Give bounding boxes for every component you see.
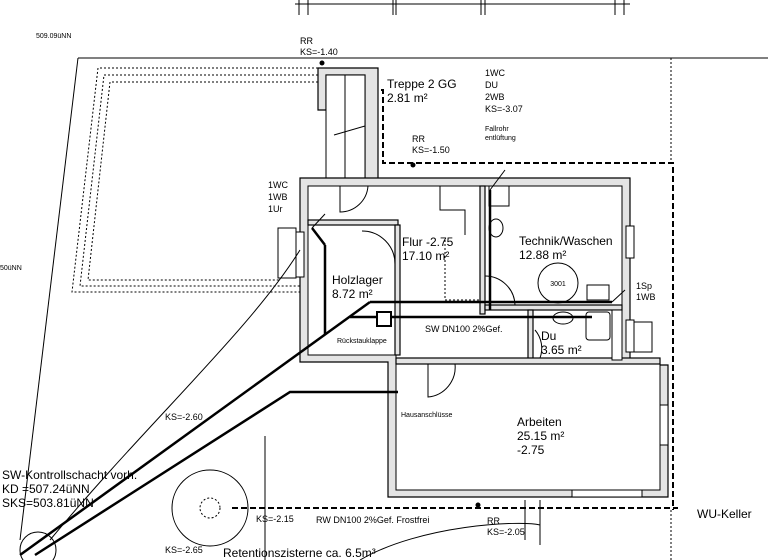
svg-text:Fallrohr: Fallrohr — [485, 126, 509, 133]
svg-text:2WB: 2WB — [485, 92, 505, 102]
tree-curve — [49, 249, 301, 541]
svg-text:1Sp: 1Sp — [636, 281, 652, 291]
svg-text:entlüftung: entlüftung — [485, 135, 516, 142]
svg-text:1WB: 1WB — [636, 292, 656, 302]
house-connections-label: Hausanschlüsse — [401, 412, 452, 419]
fixtures-top: 1WC DU 2WB KS=-3.07 — [485, 68, 523, 114]
svg-text:1Ur: 1Ur — [268, 204, 283, 214]
property-line-left — [19, 57, 79, 541]
window — [625, 319, 635, 353]
backflow-label: Rückstauklappe — [337, 338, 387, 345]
svg-text:KS=-1.40: KS=-1.40 — [300, 47, 338, 57]
svg-text:RR: RR — [412, 134, 425, 144]
rw-pipe-label: RW DN100 2%Gef. Frostfrei — [316, 515, 429, 525]
svg-text:SKS=503.81üNN: SKS=503.81üNN — [2, 496, 94, 510]
ks-label: KS=-2.15 — [256, 514, 294, 524]
elevation-label: 509.09üNN — [36, 33, 71, 40]
svg-text:1WC: 1WC — [485, 68, 506, 78]
svg-text:RR: RR — [487, 516, 500, 526]
room-area: 12.88 m² — [519, 248, 566, 262]
svg-text:1WC: 1WC — [268, 180, 289, 190]
backflow-valve — [376, 311, 392, 327]
foundation-boundary — [318, 89, 674, 510]
room-area: 3.65 m² — [541, 343, 582, 357]
wu-keller-label: WU-Keller — [697, 507, 752, 521]
fallrohr-note: Fallrohr entlüftung — [485, 126, 516, 142]
window — [571, 489, 643, 498]
svg-text:KD =507.24üNN: KD =507.24üNN — [2, 482, 90, 496]
room-name: Flur -2.75 — [402, 235, 454, 249]
door — [361, 230, 396, 265]
door — [534, 329, 543, 359]
shower-tray — [585, 311, 611, 341]
inspection-shaft — [19, 531, 57, 560]
dimension-line — [295, 0, 630, 15]
svg-text:SW-Kontrollschacht vorh.: SW-Kontrollschacht vorh. — [2, 468, 137, 482]
dotted-outline — [71, 67, 318, 293]
inspection-shaft-note: SW-Kontrollschacht vorh. KD =507.24üNN S… — [2, 468, 137, 510]
door — [339, 185, 369, 213]
room-area: 17.10 m² — [402, 249, 449, 263]
building-walls — [299, 177, 669, 498]
svg-text:RR: RR — [300, 36, 313, 46]
rr-bottom: RR KS=-2.05 — [487, 516, 525, 537]
ks-label: KS=-2.65 — [165, 545, 203, 555]
room-area: 8.72 m² — [332, 287, 373, 301]
ks-label: KS=-2.60 — [165, 412, 203, 422]
fixtures-left: 1WC 1WB 1Ur — [268, 180, 289, 214]
svg-text:KS=-3.07: KS=-3.07 — [485, 104, 523, 114]
fixtures-right: 1Sp 1WB — [636, 281, 656, 302]
rr-top: RR KS=-1.40 — [300, 36, 338, 57]
room-area: 25.15 m² — [517, 429, 564, 443]
svg-text:KS=-2.05: KS=-2.05 — [487, 527, 525, 537]
sw-pipe-label: SW DN100 2%Gef. — [425, 324, 503, 334]
svg-text:DU: DU — [485, 80, 498, 90]
door — [427, 363, 456, 398]
room-level: -2.75 — [517, 443, 545, 457]
svg-text:KS=-1.50: KS=-1.50 — [412, 145, 450, 155]
window — [659, 404, 669, 446]
room-name: Arbeiten — [517, 415, 562, 429]
tank-label: 3001 — [550, 281, 566, 288]
room-name: Technik/Waschen — [519, 234, 613, 248]
room-name: Holzlager — [332, 273, 383, 287]
room-name: Du — [541, 329, 556, 343]
inner-stair — [439, 186, 466, 235]
elevation-label-left: 50üNN — [0, 265, 22, 272]
retention-cistern — [171, 469, 249, 547]
retention-label: Retentionszisterne ca. 6.5m³ — [223, 546, 376, 560]
room-name: Treppe 2 GG — [387, 77, 457, 91]
room-area: 2.81 m² — [387, 91, 428, 105]
window — [625, 225, 635, 259]
rr-mid: RR KS=-1.50 — [412, 134, 450, 155]
svg-text:1WB: 1WB — [268, 192, 288, 202]
